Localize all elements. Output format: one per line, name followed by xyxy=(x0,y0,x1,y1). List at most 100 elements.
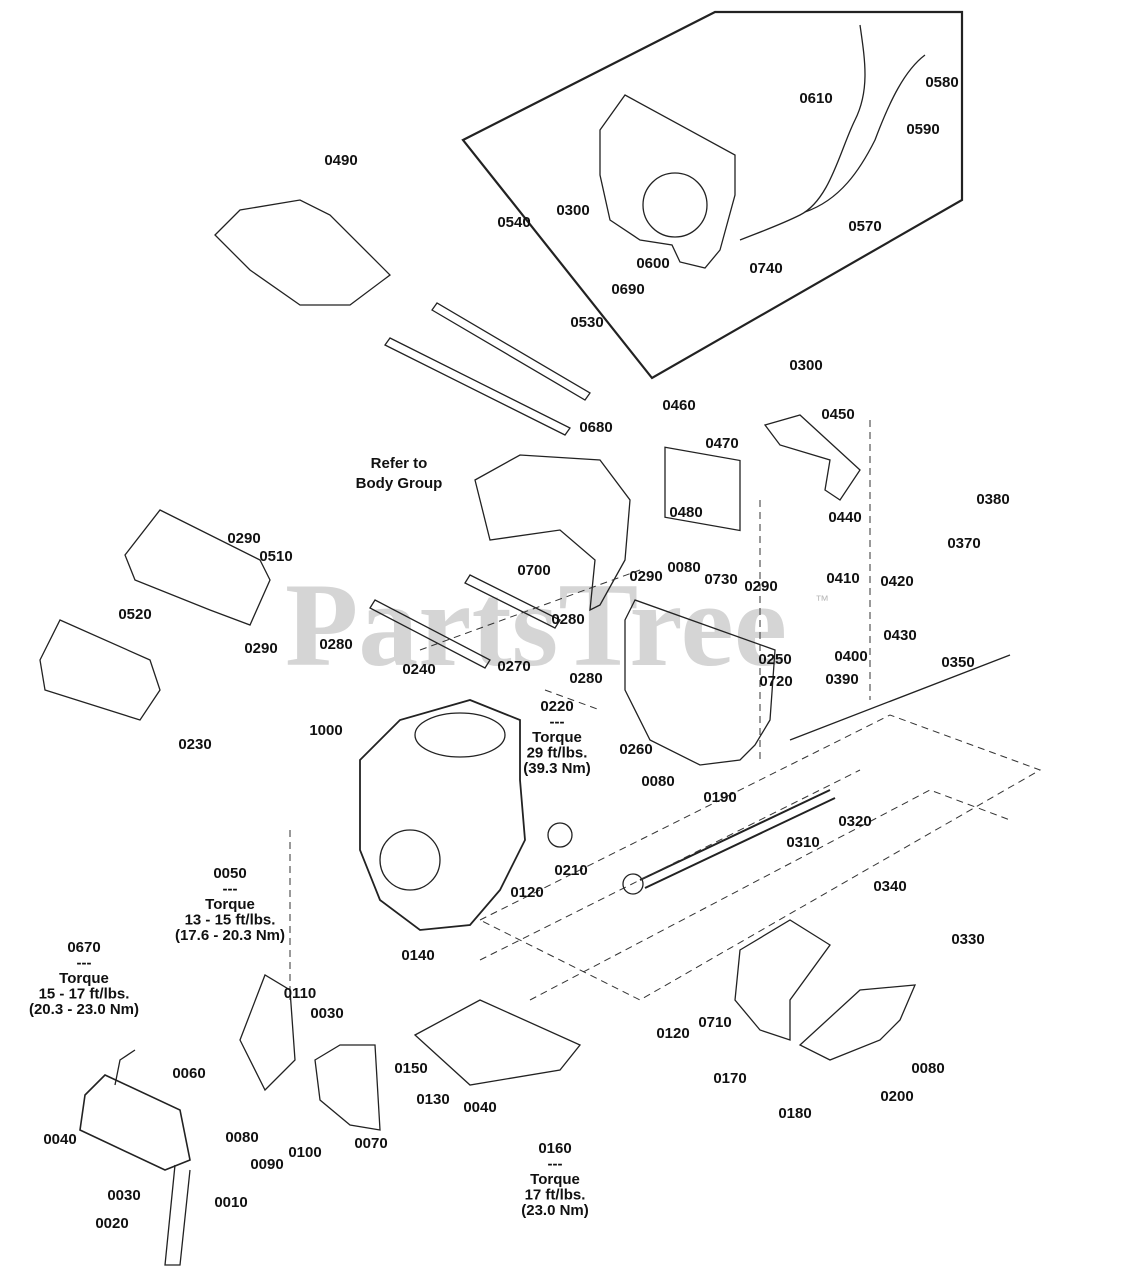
callout-0130[interactable]: 0130 xyxy=(416,1091,449,1108)
callout-0510[interactable]: 0510 xyxy=(259,548,292,565)
callout-0080[interactable]: 0080 xyxy=(667,559,700,576)
callout-0280[interactable]: 0280 xyxy=(569,670,602,687)
callout-0290[interactable]: 0290 xyxy=(744,578,777,595)
callout-0120[interactable]: 0120 xyxy=(656,1025,689,1042)
callout-0470[interactable]: 0470 xyxy=(705,435,738,452)
callout-0080[interactable]: 0080 xyxy=(911,1060,944,1077)
strip-0240 xyxy=(369,599,491,669)
callout-0070[interactable]: 0070 xyxy=(354,1135,387,1152)
note-line: (23.0 Nm) xyxy=(521,1202,589,1219)
callout-0270[interactable]: 0270 xyxy=(497,658,530,675)
callout-0490[interactable]: 0490 xyxy=(324,152,357,169)
callout-1000[interactable]: 1000 xyxy=(309,722,342,739)
callout-0600[interactable]: 0600 xyxy=(636,255,669,272)
cable-0610 xyxy=(739,24,866,241)
callout-0710[interactable]: 0710 xyxy=(698,1014,731,1031)
callout-0700[interactable]: 0700 xyxy=(517,562,550,579)
callout-0080[interactable]: 0080 xyxy=(225,1129,258,1146)
callout-0190[interactable]: 0190 xyxy=(703,789,736,806)
callout-0120[interactable]: 0120 xyxy=(510,884,543,901)
callout-0030[interactable]: 0030 xyxy=(107,1187,140,1204)
callout-0290[interactable]: 0290 xyxy=(244,640,277,657)
plate-0510 xyxy=(124,509,271,626)
callout-0390[interactable]: 0390 xyxy=(825,671,858,688)
callout-0260[interactable]: 0260 xyxy=(619,741,652,758)
engine-flywheel xyxy=(379,829,441,891)
body-group-shroud xyxy=(474,454,631,612)
callout-0440[interactable]: 0440 xyxy=(828,509,861,526)
callout-0180[interactable]: 0180 xyxy=(778,1105,811,1122)
callout-0040[interactable]: 0040 xyxy=(43,1131,76,1148)
shield-0060 xyxy=(239,974,296,1092)
callout-0170[interactable]: 0170 xyxy=(713,1070,746,1087)
strip-0700 xyxy=(464,574,561,629)
note-line: Torque xyxy=(205,896,255,913)
callout-0280[interactable]: 0280 xyxy=(551,611,584,628)
callout-0570[interactable]: 0570 xyxy=(848,218,881,235)
callout-0430[interactable]: 0430 xyxy=(883,627,916,644)
bracket-0440 xyxy=(763,414,861,501)
callout-0740[interactable]: 0740 xyxy=(749,260,782,277)
callout-0350[interactable]: 0350 xyxy=(941,654,974,671)
callout-0200[interactable]: 0200 xyxy=(880,1088,913,1105)
callout-0730[interactable]: 0730 xyxy=(704,571,737,588)
callout-0090[interactable]: 0090 xyxy=(250,1156,283,1173)
callout-0250[interactable]: 0250 xyxy=(758,651,791,668)
frame-outline xyxy=(478,714,1042,1001)
callout-0010[interactable]: 0010 xyxy=(214,1194,247,1211)
callout-0080[interactable]: 0080 xyxy=(641,773,674,790)
callout-0720[interactable]: 0720 xyxy=(759,673,792,690)
note-line: (20.3 - 23.0 Nm) xyxy=(29,1001,139,1018)
callout-0310[interactable]: 0310 xyxy=(786,834,819,851)
callout-0580[interactable]: 0580 xyxy=(925,74,958,91)
callout-0400[interactable]: 0400 xyxy=(834,648,867,665)
callout-0280[interactable]: 0280 xyxy=(319,636,352,653)
callout-0680[interactable]: 0680 xyxy=(579,419,612,436)
callout-0060[interactable]: 0060 xyxy=(172,1065,205,1082)
exhaust-pipe xyxy=(114,1049,136,1086)
callout-0540[interactable]: 0540 xyxy=(497,214,530,231)
callout-0370[interactable]: 0370 xyxy=(947,535,980,552)
callout-0230[interactable]: 0230 xyxy=(178,736,211,753)
note-line: Body Group xyxy=(356,475,443,492)
callout-0290[interactable]: 0290 xyxy=(227,530,260,547)
callout-0210[interactable]: 0210 xyxy=(554,862,587,879)
callout-0040[interactable]: 0040 xyxy=(463,1099,496,1116)
callout-0450[interactable]: 0450 xyxy=(821,406,854,423)
callout-0380[interactable]: 0380 xyxy=(976,491,1009,508)
callout-0460[interactable]: 0460 xyxy=(662,397,695,414)
callout-0320[interactable]: 0320 xyxy=(838,813,871,830)
callout-0480[interactable]: 0480 xyxy=(669,504,702,521)
callout-0030[interactable]: 0030 xyxy=(310,1005,343,1022)
note-line: --- xyxy=(77,955,92,972)
note-line: --- xyxy=(223,881,238,898)
panel-0260 xyxy=(624,599,776,766)
callout-0110[interactable]: 0110 xyxy=(284,985,317,1002)
callout-0020[interactable]: 0020 xyxy=(95,1215,128,1232)
note-line: 13 - 15 ft/lbs. xyxy=(185,912,276,929)
callout-0300[interactable]: 0300 xyxy=(556,202,589,219)
callout-0610[interactable]: 0610 xyxy=(799,90,832,107)
callout-0300[interactable]: 0300 xyxy=(789,357,822,374)
strip-0680-b xyxy=(431,302,591,401)
callout-0590[interactable]: 0590 xyxy=(906,121,939,138)
callout-0100[interactable]: 0100 xyxy=(288,1144,321,1161)
engine-air-cleaner xyxy=(414,712,506,758)
note-line: Torque xyxy=(59,970,109,987)
callout-0520[interactable]: 0520 xyxy=(118,606,151,623)
callout-0240[interactable]: 0240 xyxy=(402,661,435,678)
bracket-0180 xyxy=(798,984,917,1061)
note-line: (39.3 Nm) xyxy=(523,760,591,777)
callout-0150[interactable]: 0150 xyxy=(394,1060,427,1077)
callout-0340[interactable]: 0340 xyxy=(873,878,906,895)
callout-0290[interactable]: 0290 xyxy=(629,568,662,585)
callout-0530[interactable]: 0530 xyxy=(570,314,603,331)
callout-0420[interactable]: 0420 xyxy=(880,573,913,590)
muffler-0010 xyxy=(79,1074,191,1171)
callout-0330[interactable]: 0330 xyxy=(951,931,984,948)
callout-0410[interactable]: 0410 xyxy=(826,570,859,587)
callout-0140[interactable]: 0140 xyxy=(401,947,434,964)
callout-0690[interactable]: 0690 xyxy=(611,281,644,298)
